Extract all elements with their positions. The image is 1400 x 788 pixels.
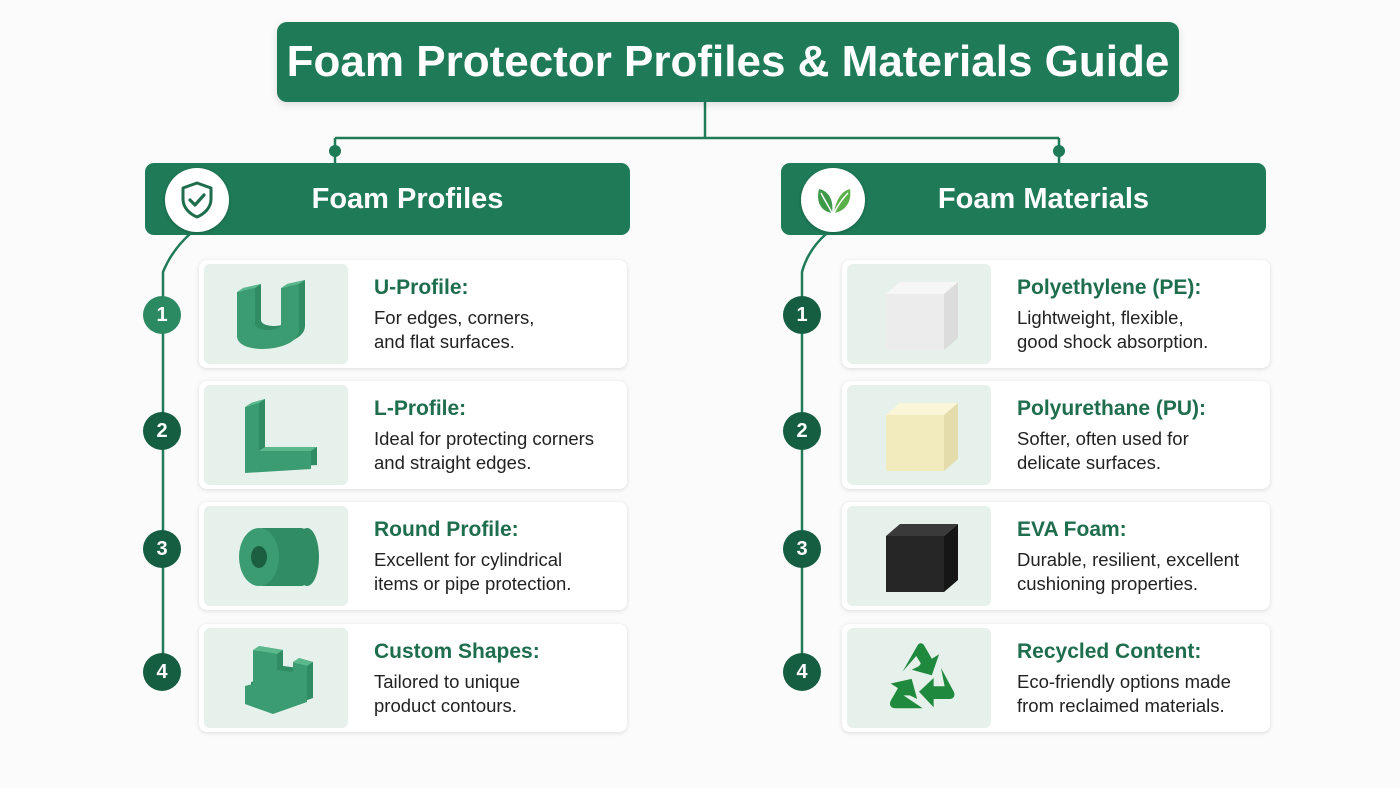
- round-profile-foam-image: [204, 506, 348, 606]
- card-heading: Custom Shapes:: [374, 640, 540, 663]
- card-description: Softer, often used for delicate surfaces…: [1017, 428, 1189, 473]
- foam-materials-title: Foam Materials: [937, 182, 1150, 215]
- card-heading: U-Profile:: [374, 276, 469, 299]
- white-foam-cube-image: [847, 264, 991, 364]
- profile-card-custom: Custom Shapes: Tailored to unique produc…: [199, 624, 627, 732]
- l-profile-foam-image: [204, 385, 348, 485]
- card-description: Tailored to unique product contours.: [374, 671, 521, 716]
- card-description: Ideal for protecting corners and straigh…: [374, 428, 595, 473]
- card-heading: Round Profile:: [374, 518, 519, 541]
- card-description: For edges, corners, and flat surfaces.: [374, 307, 535, 352]
- step-number-badge: 4: [143, 653, 181, 691]
- step-number-badge: 1: [143, 296, 181, 334]
- card-description: Eco-friendly options made from reclaimed…: [1017, 671, 1231, 716]
- step-number-badge: 1: [783, 296, 821, 334]
- page-title: Foam Protector Profiles & Materials Guid…: [277, 22, 1179, 102]
- card-heading: Polyurethane (PU):: [1017, 397, 1207, 420]
- profile-card-u: U-Profile: For edges, corners, and flat …: [199, 260, 627, 368]
- card-heading: L-Profile:: [374, 397, 467, 420]
- leaf-icon: [801, 168, 865, 232]
- step-number-badge: 2: [143, 412, 181, 450]
- profile-card-round: Round Profile: Excellent for cylindrical…: [199, 502, 627, 610]
- material-card-eva: EVA Foam: Durable, resilient, excellent …: [842, 502, 1270, 610]
- foam-profiles-title: Foam Profiles: [311, 182, 504, 215]
- material-card-pu: Polyurethane (PU): Softer, often used fo…: [842, 381, 1270, 489]
- u-profile-foam-image: [204, 264, 348, 364]
- custom-shape-foam-image: [204, 628, 348, 728]
- profile-card-l: L-Profile: Ideal for protecting corners …: [199, 381, 627, 489]
- cream-foam-cube-image: [847, 385, 991, 485]
- material-card-recycled: Recycled Content: Eco-friendly options m…: [842, 624, 1270, 732]
- card-heading: EVA Foam:: [1017, 518, 1127, 541]
- card-description: Lightweight, flexible, good shock absorp…: [1017, 307, 1209, 352]
- recycle-icon: [847, 628, 991, 728]
- step-number-badge: 2: [783, 412, 821, 450]
- card-description: Excellent for cylindrical items or pipe …: [374, 549, 572, 594]
- black-foam-cube-image: [847, 506, 991, 606]
- step-number-badge: 3: [783, 530, 821, 568]
- card-description: Durable, resilient, excellent cushioning…: [1017, 549, 1240, 594]
- card-heading: Recycled Content:: [1017, 640, 1202, 663]
- card-heading: Polyethylene (PE):: [1017, 276, 1202, 299]
- step-number-badge: 3: [143, 530, 181, 568]
- foam-materials-header: Foam Materials: [781, 163, 1266, 235]
- material-card-pe: Polyethylene (PE): Lightweight, flexible…: [842, 260, 1270, 368]
- shield-check-icon: [165, 168, 229, 232]
- step-number-badge: 4: [783, 653, 821, 691]
- foam-profiles-header: Foam Profiles: [145, 163, 630, 235]
